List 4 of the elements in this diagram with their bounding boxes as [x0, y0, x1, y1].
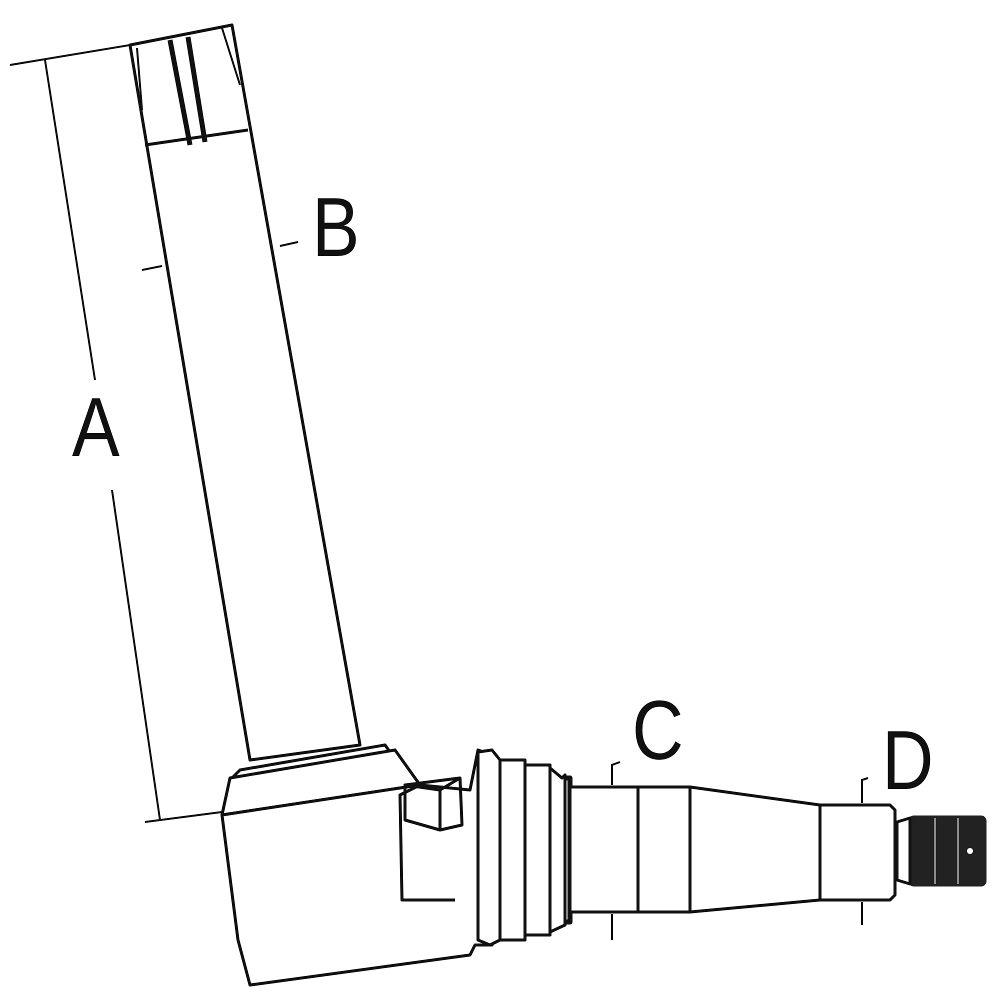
dimension-label: B — [312, 185, 360, 269]
dimension-label: C — [632, 688, 684, 772]
dimension-label: D — [882, 718, 934, 802]
dimension-label: A — [72, 385, 120, 469]
